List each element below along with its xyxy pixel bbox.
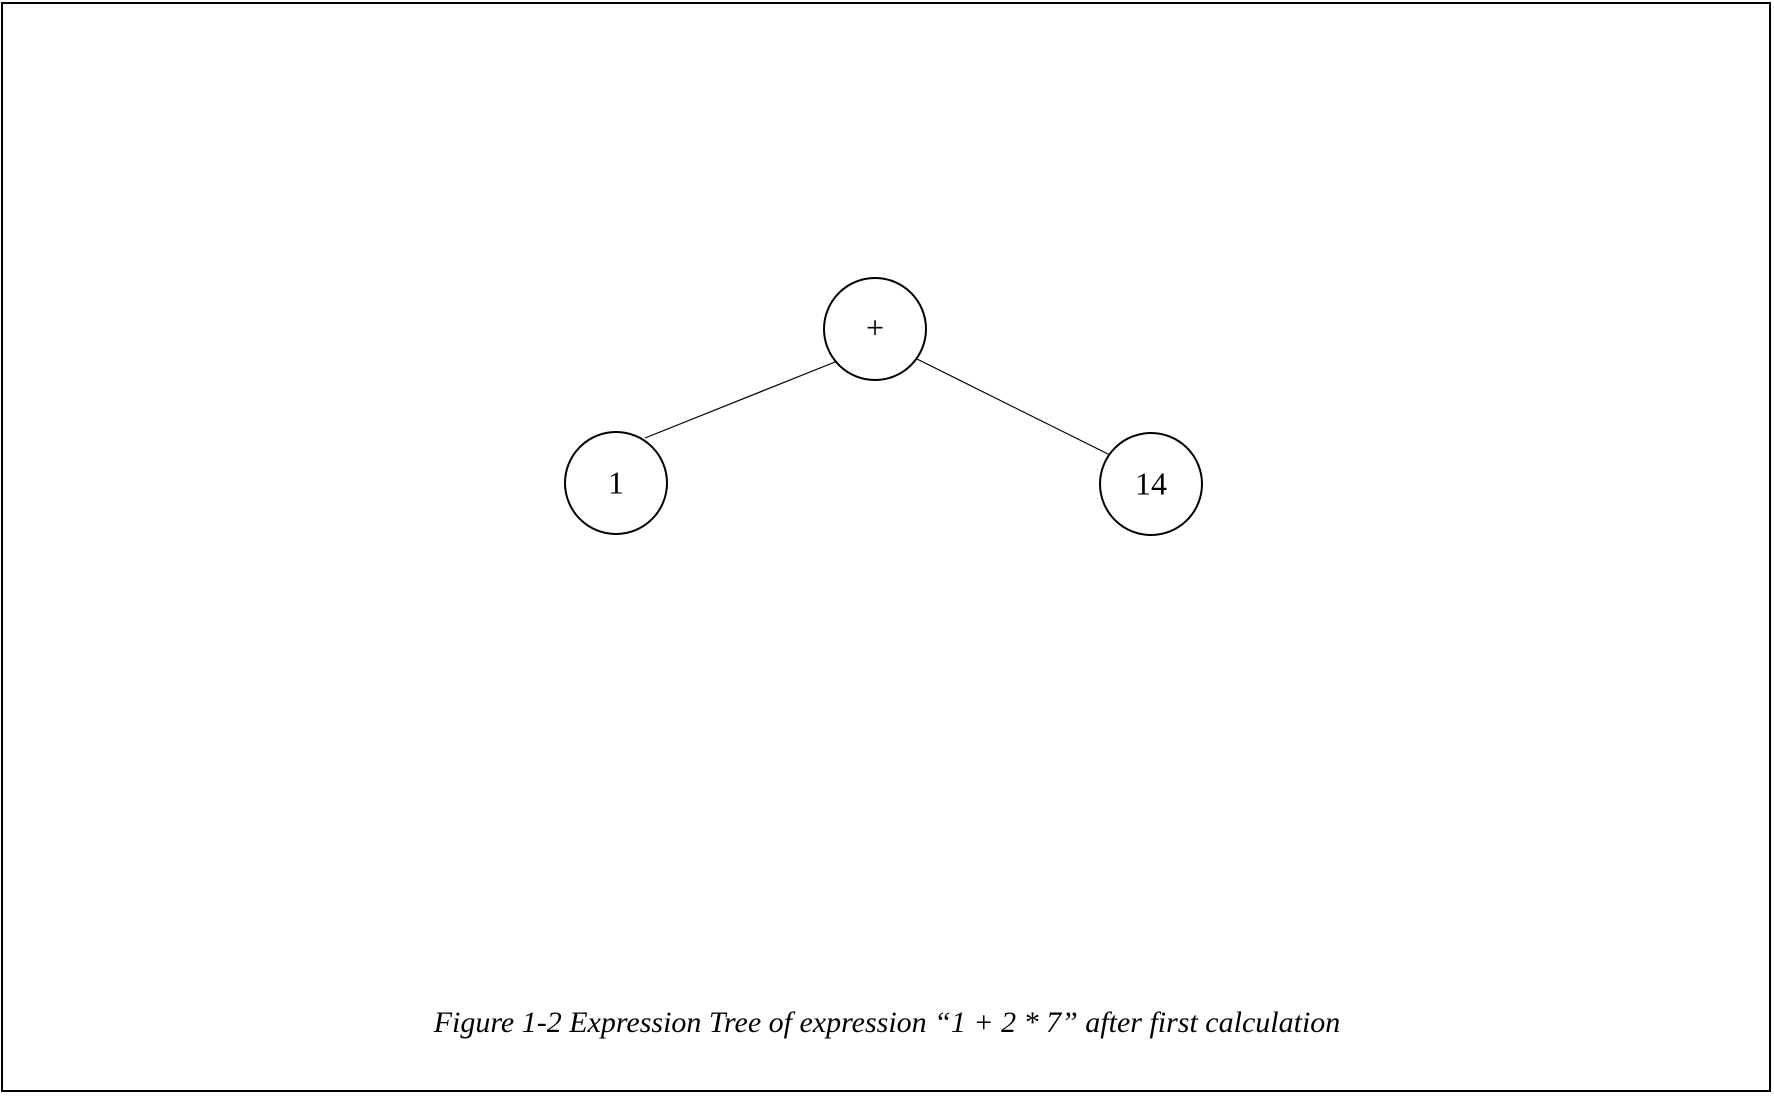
node-left-circle: [564, 431, 668, 535]
edge-root-left: [644, 361, 836, 439]
edge-root-right: [914, 357, 1111, 456]
node-right-label: 14: [1135, 465, 1167, 501]
node-root: +: [823, 277, 927, 381]
node-right: 14: [1099, 432, 1203, 536]
node-left-label: 1: [608, 464, 624, 500]
figure-caption: Figure 1-2 Expression Tree of expression…: [433, 1006, 1341, 1039]
node-root-circle: [823, 277, 927, 381]
node-root-label: +: [866, 309, 884, 345]
node-right-circle: [1099, 432, 1203, 536]
node-left: 1: [564, 431, 668, 535]
